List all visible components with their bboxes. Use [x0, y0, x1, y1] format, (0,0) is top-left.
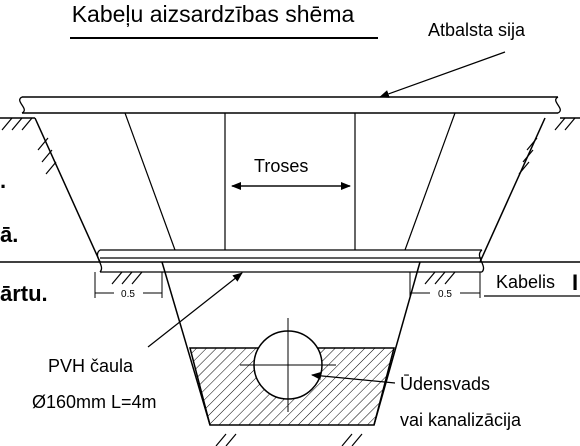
cable-label: Kabelis — [496, 272, 555, 292]
dimension-left-mask — [114, 287, 143, 299]
trench-wall-right — [479, 117, 546, 263]
trench-wall-left — [34, 117, 101, 263]
ground-hatch-top — [1, 117, 576, 131]
sewer-label: vai kanalizācija — [400, 410, 522, 430]
drawing-title: Kabeļu aizsardzības shēma — [72, 1, 355, 27]
water-pipe-label: Ūdensvads — [400, 374, 490, 394]
pvc-sleeve-label: PVH čaula — [48, 356, 134, 376]
pvc-sleeve-spec-label: Ø160mm L=4m — [32, 392, 157, 412]
pvc-sleeve-leader — [147, 272, 243, 348]
rope-inclined-right — [404, 112, 456, 251]
cropped-text-fragment-2: ā. — [0, 222, 18, 247]
support-beam-label: Atbalsta sija — [428, 20, 526, 40]
ground-hatch-bottom — [111, 271, 456, 446]
support-beam — [19, 96, 561, 114]
cropped-text-fragment-3: ārtu. — [0, 281, 48, 306]
rope-inclined-left — [124, 112, 176, 251]
cropped-text-fragment-1: . — [0, 168, 6, 193]
cropped-text-fragment-right: I — [572, 270, 578, 295]
dimension-right-mask — [430, 287, 460, 299]
support-beam-leader — [379, 51, 506, 98]
water-pipe-leader — [311, 371, 396, 384]
troses-label: Troses — [254, 156, 308, 176]
lower-trench-wall-left — [161, 261, 211, 426]
dimension-right-value: 0.5 — [438, 289, 452, 300]
dimension-left-value: 0.5 — [121, 289, 135, 300]
pvc-sleeve — [96, 249, 485, 273]
